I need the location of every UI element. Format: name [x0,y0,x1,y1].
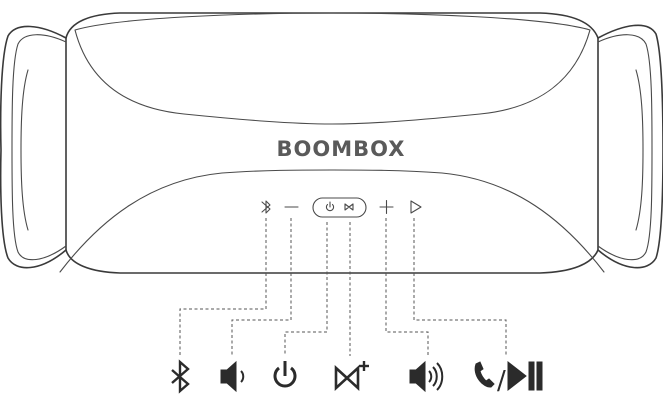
right-end-cap [597,24,663,269]
power-icon [273,361,297,388]
play-icon [410,200,422,214]
brand-label: BOOMBOX [277,137,406,161]
power-button[interactable] [325,201,335,212]
separator: / [497,366,506,394]
top-grille [74,12,591,125]
play-icon [507,360,527,392]
leader-play [413,218,507,356]
leader-volume-down [231,218,292,356]
power-icon [325,203,335,212]
speaker-high-icon [409,360,444,393]
leader-bluetooth [179,218,267,356]
leader-lines [179,218,507,356]
bluetooth-icon [261,200,271,214]
device-controls [261,197,422,218]
connect-icon [344,203,354,211]
bluetooth-button[interactable] [261,200,271,214]
bluetooth-icon [171,359,190,394]
volume-up-button[interactable] [379,199,394,215]
bottom-grille [59,169,605,273]
phone-play-pause-icon: / [474,360,543,394]
pause-icon [528,361,535,391]
speaker-low-icon [220,360,245,393]
leader-volume-up [385,218,429,356]
leader-power [284,222,328,356]
legend-icons: / [171,359,543,394]
phone-icon [474,361,495,388]
connect-button[interactable] [344,203,354,211]
left-end-cap [0,25,67,269]
power-connect-pill [312,197,367,218]
play-button[interactable] [410,200,422,214]
connect-plus-icon [334,361,369,391]
